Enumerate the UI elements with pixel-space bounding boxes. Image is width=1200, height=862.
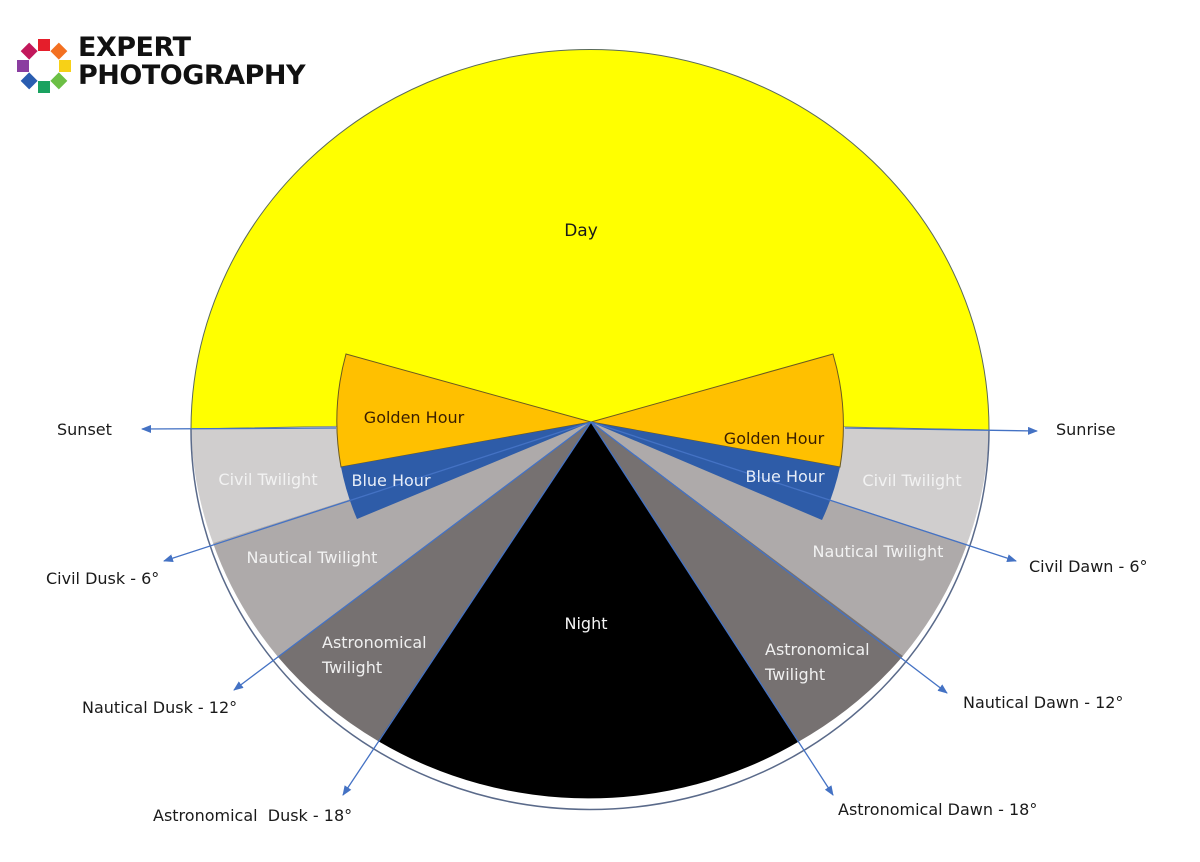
day-region xyxy=(190,49,990,431)
day-label: Day xyxy=(564,221,598,241)
nautical-dusk-label: Nautical Dusk - 12° xyxy=(82,698,237,717)
logo-line-photography: PHOTOGRAPHY xyxy=(78,60,306,91)
logo-wordmark: EXPERT PHOTOGRAPHY xyxy=(78,32,306,91)
civil-dusk-label: Civil Dusk - 6° xyxy=(46,569,159,588)
blue-hour-left-label: Blue Hour xyxy=(351,471,430,490)
nautical-dusk-arrow xyxy=(233,421,592,691)
astronomical-dawn-arrow xyxy=(590,421,834,796)
night-label: Night xyxy=(565,614,608,633)
astronomical-dusk-arrow xyxy=(342,421,592,796)
logo-line-expert: EXPERT xyxy=(78,32,191,63)
civil-twilight-left-label: Civil Twilight xyxy=(218,470,317,489)
astronomical-twilight-left-label-2: Twilight xyxy=(321,658,382,677)
civil-dawn-label: Civil Dawn - 6° xyxy=(1029,557,1148,576)
blue-hour-right-region xyxy=(591,422,840,520)
civil-dawn-arrow xyxy=(590,421,1017,563)
astronomical-dawn-label: Astronomical Dawn - 18° xyxy=(838,800,1037,819)
nautical-dawn-label: Nautical Dawn - 12° xyxy=(963,693,1123,712)
civil-dusk-arrow xyxy=(163,421,592,563)
blue-hour-left-region xyxy=(341,422,591,519)
aperture-logo-icon xyxy=(17,39,71,93)
expert-photography-logo: EXPERT PHOTOGRAPHY xyxy=(16,34,336,94)
sunrise-arrow xyxy=(844,426,1038,435)
astronomical-twilight-right-label-2: Twilight xyxy=(764,665,825,684)
sunset-label: Sunset xyxy=(57,420,112,439)
blue-hour-right-label: Blue Hour xyxy=(745,467,824,486)
civil-twilight-right-label: Civil Twilight xyxy=(862,471,961,490)
nautical-twilight-right-label: Nautical Twilight xyxy=(813,542,944,561)
golden-hour-left-region xyxy=(336,353,592,468)
golden-hour-right-region xyxy=(590,353,844,468)
astronomical-twilight-right-label-1: Astronomical xyxy=(765,640,870,659)
astronomical-dusk-label: Astronomical Dusk - 18° xyxy=(153,806,352,825)
night-region xyxy=(378,422,798,799)
nautical-twilight-left-label: Nautical Twilight xyxy=(247,548,378,567)
astronomical-twilight-right-region xyxy=(591,422,903,742)
golden-hour-left-label: Golden Hour xyxy=(364,408,465,427)
nautical-twilight-right-region xyxy=(591,422,967,656)
astronomical-twilight-left-label-1: Astronomical xyxy=(322,633,427,652)
sunset-arrow xyxy=(141,424,337,433)
golden-hour-right-label: Golden Hour xyxy=(724,429,825,448)
nautical-dawn-arrow xyxy=(590,421,948,694)
lower-outline xyxy=(190,428,990,811)
sunrise-label: Sunrise xyxy=(1056,420,1116,439)
astronomical-twilight-left-region xyxy=(278,422,591,741)
nautical-twilight-left-region xyxy=(213,422,591,657)
